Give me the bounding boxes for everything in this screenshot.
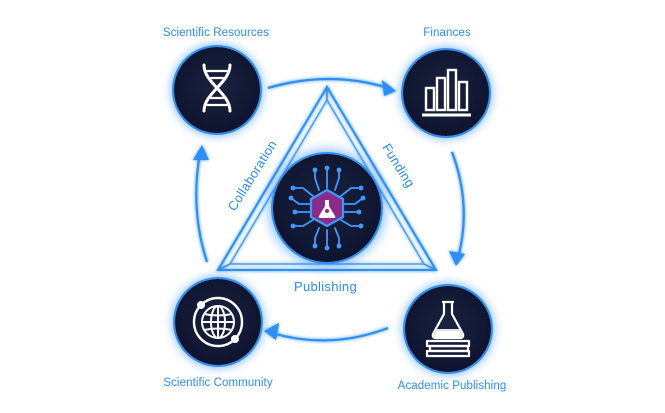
node-scientific-resources [174,47,260,133]
bar-chart-icon [422,68,471,117]
flask-on-books-icon [425,300,471,358]
node-scientific-community [175,279,261,365]
arrow-academic-to-community [271,326,389,342]
circuit-flask-icon [288,165,366,251]
node-academic-publishing [405,286,491,372]
edge-label-publishing: Publishing [294,279,357,294]
arrow-community-to-resources [195,152,209,263]
arrowhead-community [264,323,279,340]
label-academic-publishing: Academic Publishing [397,380,507,392]
node-finances [403,50,489,136]
arrowhead-finances [382,80,396,96]
arrowhead-resources [193,145,209,160]
hub-center [273,154,381,262]
arrowhead-academic [449,251,465,266]
arrow-finances-to-academic [450,151,465,259]
dna-icon [202,63,232,113]
label-scientific-resources: Scientific Resources [162,27,270,39]
label-finances: Finances [423,27,471,39]
arrow-resources-to-finances [267,77,389,90]
flask-icon [318,200,336,218]
label-scientific-community: Scientific Community [163,377,273,389]
globe-orbit-icon [192,296,244,348]
